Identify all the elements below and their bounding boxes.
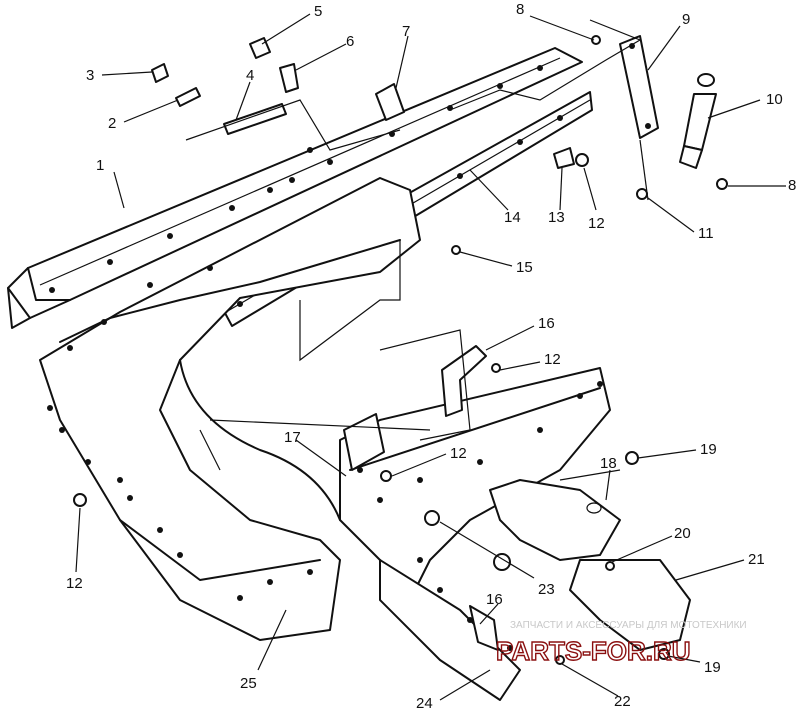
callout-7: 7: [402, 23, 410, 40]
callout-1: 1: [96, 157, 104, 174]
callout-15: 15: [516, 259, 533, 276]
callout-22: 22: [614, 693, 631, 710]
callout-8-top: 8: [516, 1, 524, 18]
leader-lines: [75, 13, 786, 701]
assembly-lines: [185, 19, 649, 481]
part-10-shock: [679, 73, 717, 169]
callout-19-lower: 19: [704, 659, 721, 676]
callout-labels: 3 2 4 5 6 7 8 9 10 8 11 12 13 14 1 15 16…: [66, 1, 796, 711]
callout-12-mid: 12: [544, 351, 561, 368]
callout-17: 17: [284, 429, 301, 446]
callout-5: 5: [314, 3, 322, 20]
callout-8-right: 8: [788, 177, 796, 194]
callout-12-left: 12: [66, 575, 83, 592]
part-16-bracket-upper: [441, 345, 487, 417]
part-1-upper-rail: [7, 47, 583, 329]
part-16-bracket-lower: [469, 605, 499, 651]
part-9-bracket: [619, 35, 659, 139]
callout-2: 2: [108, 115, 116, 132]
callout-16-upper: 16: [538, 315, 555, 332]
callout-9: 9: [682, 11, 690, 28]
callout-10: 10: [766, 91, 783, 108]
callout-12-top: 12: [588, 215, 605, 232]
callout-3: 3: [86, 67, 94, 84]
watermark: ЗАПЧАСТИ И АКСЕССУАРЫ ДЛЯ МОТОТЕХНИКИ PA…: [495, 620, 747, 667]
callout-19-upper: 19: [700, 441, 717, 458]
part-24-lower-rail: [339, 367, 611, 701]
callout-18: 18: [600, 455, 617, 472]
callout-13: 13: [548, 209, 565, 226]
part-18-21-plates: [489, 479, 691, 651]
callout-20: 20: [674, 525, 691, 542]
callout-24: 24: [416, 695, 433, 711]
callout-21: 21: [748, 551, 765, 568]
callout-11: 11: [698, 225, 714, 242]
callout-12-lower: 12: [450, 445, 467, 462]
part-7-clip: [375, 83, 405, 121]
part-4-strip: [223, 103, 287, 135]
callout-23: 23: [538, 581, 555, 598]
part-25-bumper-body: [39, 177, 421, 641]
callout-16-lower: 16: [486, 591, 503, 608]
watermark-tagline: ЗАПЧАСТИ И АКСЕССУАРЫ ДЛЯ МОТОТЕХНИКИ: [510, 620, 747, 631]
watermark-brand: PARTS-FOR.RU: [496, 636, 691, 666]
callout-4: 4: [246, 67, 254, 84]
callout-6: 6: [346, 33, 354, 50]
callout-14: 14: [504, 209, 521, 226]
hardware: [73, 35, 728, 665]
callout-25: 25: [240, 675, 257, 692]
